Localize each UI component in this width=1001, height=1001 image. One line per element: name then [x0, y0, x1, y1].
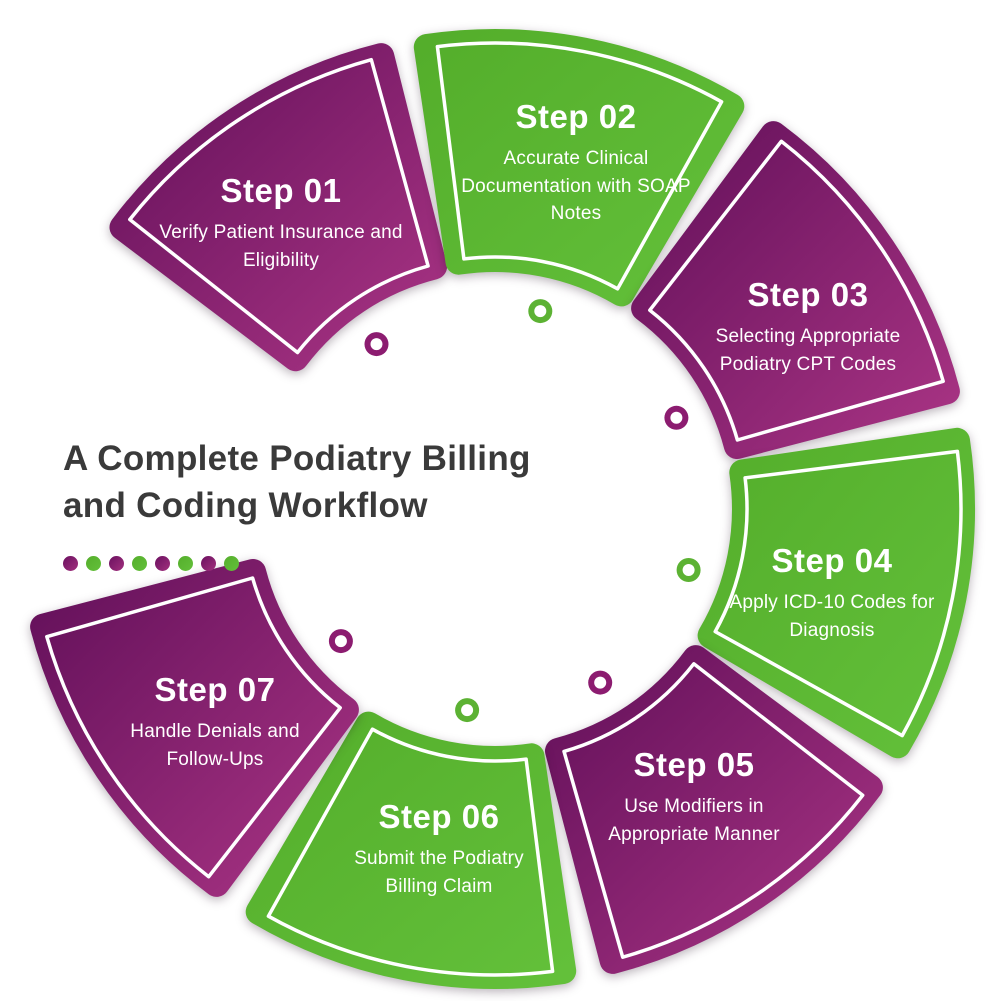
segment-dot-core-step-01 — [370, 338, 383, 351]
segment-outline-step-04 — [713, 449, 963, 738]
title-line-2: and Coding Workflow — [63, 485, 428, 525]
segment-dot-core-step-02 — [534, 305, 547, 318]
segment-outline-step-01 — [128, 57, 430, 355]
title-block: A Complete Podiatry Billing and Coding W… — [63, 436, 643, 572]
segment-outline-step-06 — [266, 727, 555, 977]
segment-outline-step-07 — [45, 576, 342, 879]
segment-shape-step-01 — [109, 43, 448, 372]
accent-dot — [109, 556, 124, 572]
segment-dot-core-step-05 — [594, 676, 607, 689]
accent-dot — [201, 556, 216, 572]
segment-dot-core-step-06 — [461, 704, 474, 717]
segment-outline-step-05 — [562, 662, 865, 959]
segment-outline-step-02 — [435, 41, 724, 291]
segment-outline-step-03 — [648, 139, 945, 442]
title-line-1: A Complete Podiatry Billing — [63, 439, 531, 478]
accent-dot — [178, 556, 193, 572]
segment-dot-core-step-07 — [334, 635, 347, 648]
accent-dots — [63, 556, 643, 572]
accent-dot — [86, 556, 101, 572]
page-title: A Complete Podiatry Billing and Coding W… — [63, 436, 643, 529]
accent-dot — [132, 556, 147, 572]
accent-dot — [63, 556, 78, 572]
accent-dot — [155, 556, 170, 572]
accent-dot — [224, 556, 239, 572]
segment-dot-core-step-03 — [670, 411, 683, 424]
segment-dot-core-step-04 — [682, 564, 695, 576]
